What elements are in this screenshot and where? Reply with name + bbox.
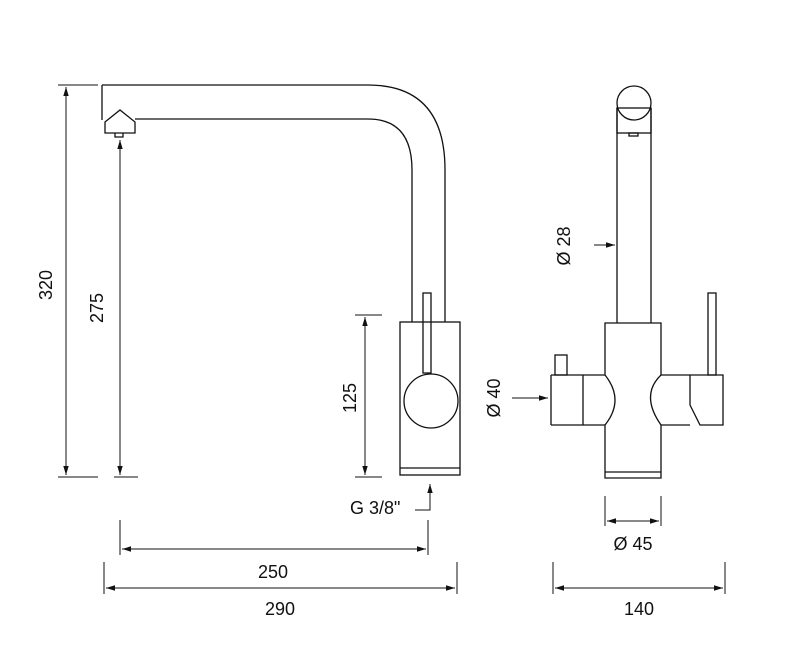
dimension-320: 320 (36, 84, 98, 478)
dimension-connection: G 3/8" (350, 484, 433, 518)
lever-front (707, 292, 717, 376)
dimension-diameter-28: Ø 28 (554, 226, 615, 266)
spout-column (616, 108, 652, 323)
spout-top (616, 85, 652, 121)
label-250: 250 (258, 562, 288, 582)
button (554, 354, 568, 376)
dimension-250: 250 (119, 520, 429, 582)
spout-outline (101, 84, 446, 322)
dimension-140: 140 (552, 562, 726, 619)
lever-handle (422, 292, 432, 374)
label-connection: G 3/8" (350, 498, 400, 518)
label-125: 125 (340, 383, 360, 413)
label-diameter-40: Ø 40 (484, 378, 504, 417)
dimension-275: 275 (87, 140, 138, 478)
label-140: 140 (624, 599, 654, 619)
label-diameter-28: Ø 28 (554, 226, 574, 265)
right-handle-block (661, 374, 724, 426)
left-handle-block (550, 374, 605, 426)
label-diameter-45: Ø 45 (613, 534, 652, 554)
faucet-body (399, 321, 461, 476)
knob (403, 373, 459, 429)
dimension-125: 125 (340, 314, 382, 478)
label-320: 320 (36, 270, 56, 300)
dimension-diameter-45: Ø 45 (604, 496, 662, 554)
aerator-front (628, 132, 639, 137)
dimension-diameter-40: Ø 40 (484, 378, 548, 418)
dimension-290: 290 (103, 562, 458, 619)
body-front (604, 322, 662, 479)
front-view (550, 85, 724, 479)
aerator (104, 109, 136, 138)
label-275: 275 (87, 293, 107, 323)
label-290: 290 (265, 599, 295, 619)
side-view (101, 84, 461, 476)
